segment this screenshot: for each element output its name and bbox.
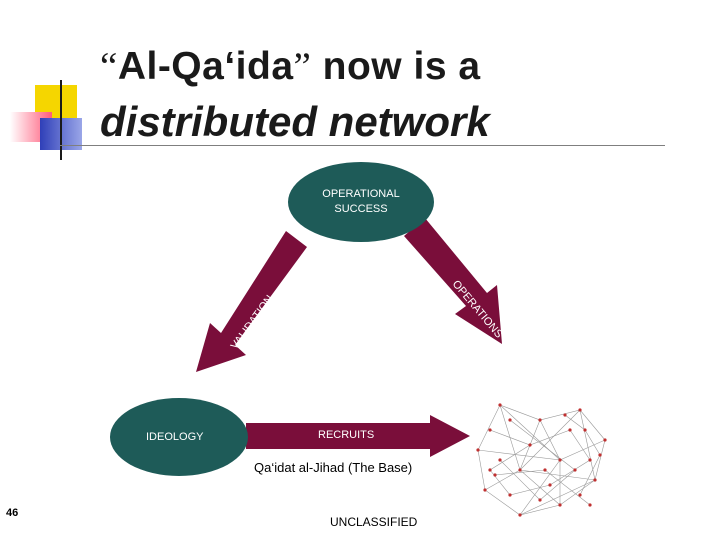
- network-nodes: [476, 403, 607, 517]
- title-rule: [60, 145, 665, 146]
- page-number: 46: [6, 507, 19, 519]
- network-caption: Qa‘idat al-Jihad (The Base): [254, 460, 413, 475]
- ideology-node: IDEOLOGY: [110, 398, 248, 476]
- title-line-1: “Al-Qa‘ida” now is a: [100, 44, 481, 89]
- open-quote: “: [100, 45, 118, 88]
- close-quote: ”: [293, 45, 312, 88]
- title-name: Al-Qa‘ida: [117, 45, 294, 88]
- decor-vertical-line: [60, 80, 62, 160]
- operations-arrow: [404, 218, 502, 344]
- classification-label: UNCLASSIFIED: [330, 515, 418, 529]
- validation-arrow: [196, 231, 307, 372]
- operational-success-node: OPERATIONAL SUCCESS: [288, 162, 434, 242]
- recruits-label: RECRUITS: [318, 429, 375, 441]
- title-line-2: distributed network: [100, 98, 490, 145]
- recruits-arrow: [246, 415, 470, 457]
- network-graph: [477, 404, 606, 516]
- title-rest: now is a: [311, 45, 481, 88]
